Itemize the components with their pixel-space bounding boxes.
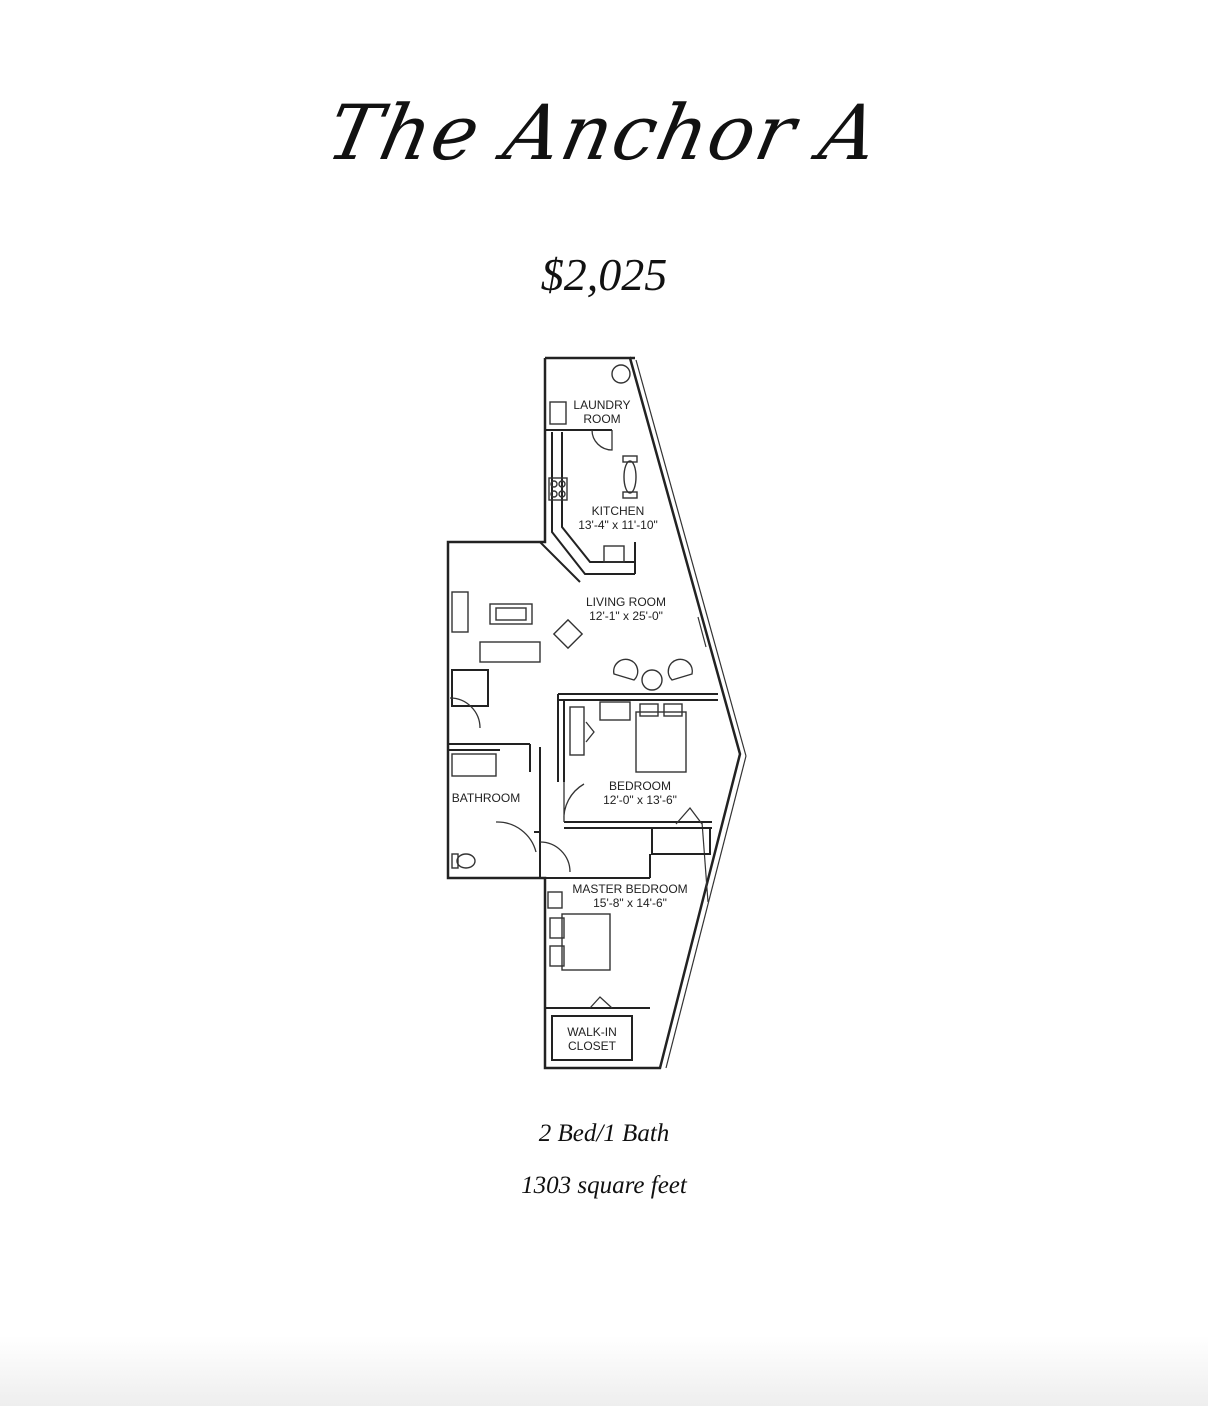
walk-in-closet-label-2: CLOSET xyxy=(568,1039,617,1053)
living-room-label: LIVING ROOM xyxy=(586,595,666,609)
laundry-label-1: LAUNDRY xyxy=(573,398,630,412)
price-label: $2,025 xyxy=(540,249,668,300)
page-title: The Anchor A xyxy=(319,88,889,177)
room-labels: LAUNDRY ROOM KITCHEN 13'-4" x 11'-10" LI… xyxy=(452,398,688,1053)
walk-in-closet-label-1: WALK-IN xyxy=(567,1025,617,1039)
furniture xyxy=(451,364,693,971)
square-feet-text: 1303 square feet xyxy=(521,1172,687,1199)
master-bedroom-dims: 15'-8" x 14'-6" xyxy=(593,896,667,910)
bedroom-label: BEDROOM xyxy=(609,779,671,793)
kitchen-dims: 13'-4" x 11'-10" xyxy=(578,518,658,532)
facade-lines xyxy=(635,359,747,1069)
floor-plan: LAUNDRY ROOM KITCHEN 13'-4" x 11'-10" LI… xyxy=(440,352,750,1072)
bedroom-dims: 12'-0" x 13'-6" xyxy=(603,793,677,807)
bathroom-label: BATHROOM xyxy=(452,791,520,805)
outer-walls xyxy=(446,356,742,1070)
beds-baths-text: 2 Bed/1 Bath xyxy=(538,1120,670,1147)
interior-walls xyxy=(448,429,718,1061)
bottom-shadow xyxy=(0,1336,1208,1406)
floor-plan-drawing: LAUNDRY ROOM KITCHEN 13'-4" x 11'-10" LI… xyxy=(446,356,747,1070)
master-bedroom-label: MASTER BEDROOM xyxy=(572,882,687,896)
living-room-dims: 12'-1" x 25'-0" xyxy=(589,609,663,623)
door-swings xyxy=(449,429,703,1009)
kitchen-label: KITCHEN xyxy=(592,504,645,518)
laundry-label-2: ROOM xyxy=(583,412,620,426)
